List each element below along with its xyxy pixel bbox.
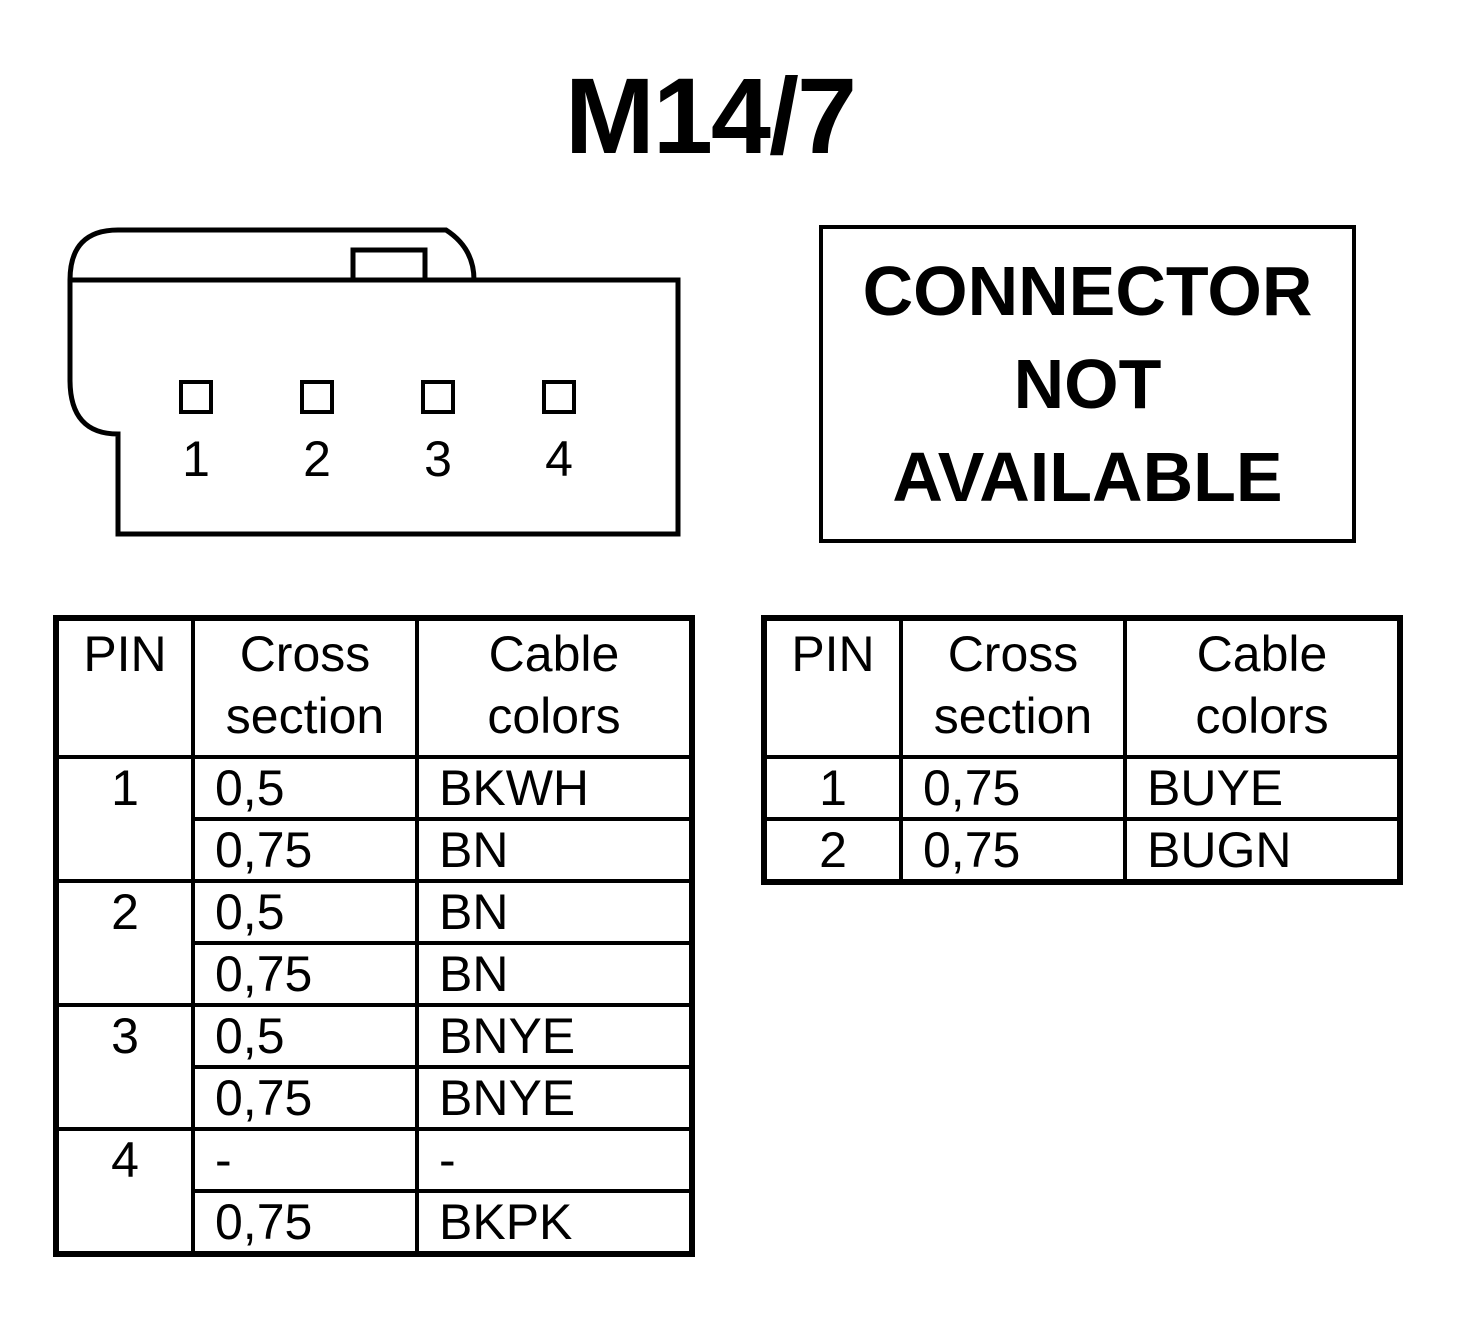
pin-cell: 2 xyxy=(54,879,195,1007)
cable-color-cell: BN xyxy=(415,941,694,1007)
connector-drawing: 1 2 3 4 xyxy=(67,227,681,537)
cross-section-cell: 0,75 xyxy=(191,1189,419,1256)
cable-color-cell: BNYE xyxy=(415,1065,694,1131)
pin-label-1: 1 xyxy=(182,431,210,487)
cross-section-cell: 0,75 xyxy=(899,817,1127,884)
table-row: 2 0,75 BUGN xyxy=(762,817,1402,884)
cable-color-cell: BUYE xyxy=(1123,755,1402,821)
pin-label-2: 2 xyxy=(303,431,331,487)
cross-section-cell: 0,75 xyxy=(191,1065,419,1131)
table-row: 0,75 BN xyxy=(56,817,694,883)
table-row: 1 0,5 BKWH xyxy=(54,755,694,883)
diagram-title: M14/7 xyxy=(564,55,857,176)
table-row: 0,75 BN xyxy=(56,941,694,1007)
na-line-1: CONNECTOR xyxy=(862,251,1313,330)
cross-section-cell: 0,75 xyxy=(899,755,1127,821)
table-row: 3 0,5 BNYE xyxy=(54,1003,694,1131)
cable-color-cell: BUGN xyxy=(1123,817,1402,884)
cable-color-cell: - xyxy=(415,1127,694,1193)
cross-section-cell: - xyxy=(191,1127,419,1193)
pin-cell: 1 xyxy=(762,755,903,821)
header-pin: PIN xyxy=(762,616,903,759)
pin-cell: 4 xyxy=(54,1127,195,1256)
header-pin: PIN xyxy=(54,616,195,759)
cable-color-cell: BN xyxy=(415,879,694,945)
cross-section-cell: 0,75 xyxy=(191,941,419,1007)
table-row: 1 0,75 BUYE xyxy=(762,755,1402,821)
cross-section-cell: 0,5 xyxy=(191,755,419,821)
table-row: 2 0,5 BN xyxy=(54,879,694,1007)
pin-cell: 3 xyxy=(54,1003,195,1131)
pin-label-4: 4 xyxy=(545,431,573,487)
table-row: 4 - - xyxy=(54,1127,694,1256)
connector-not-available-box: CONNECTOR NOT AVAILABLE xyxy=(819,225,1356,543)
cable-color-cell: BN xyxy=(415,817,694,883)
connector-outline xyxy=(67,227,681,537)
table-row: 0,75 BNYE xyxy=(56,1065,694,1131)
connector-latch xyxy=(350,247,428,280)
na-line-3: AVAILABLE xyxy=(892,437,1283,516)
pin-cell: 2 xyxy=(762,817,903,884)
cable-color-cell: BKWH xyxy=(415,755,694,821)
pin-contact-4 xyxy=(542,380,576,414)
pin-contact-1 xyxy=(179,380,213,414)
cable-color-cell: BNYE xyxy=(415,1003,694,1069)
cable-color-cell: BKPK xyxy=(415,1189,694,1256)
pin-label-3: 3 xyxy=(424,431,452,487)
cross-section-cell: 0,5 xyxy=(191,879,419,945)
pin-cell: 1 xyxy=(54,755,195,883)
na-line-2: NOT xyxy=(1013,344,1162,423)
table-row: 0,75 BKPK xyxy=(56,1189,694,1256)
cross-section-cell: 0,5 xyxy=(191,1003,419,1069)
pin-contact-2 xyxy=(300,380,334,414)
cross-section-cell: 0,75 xyxy=(191,817,419,883)
pin-contact-3 xyxy=(421,380,455,414)
